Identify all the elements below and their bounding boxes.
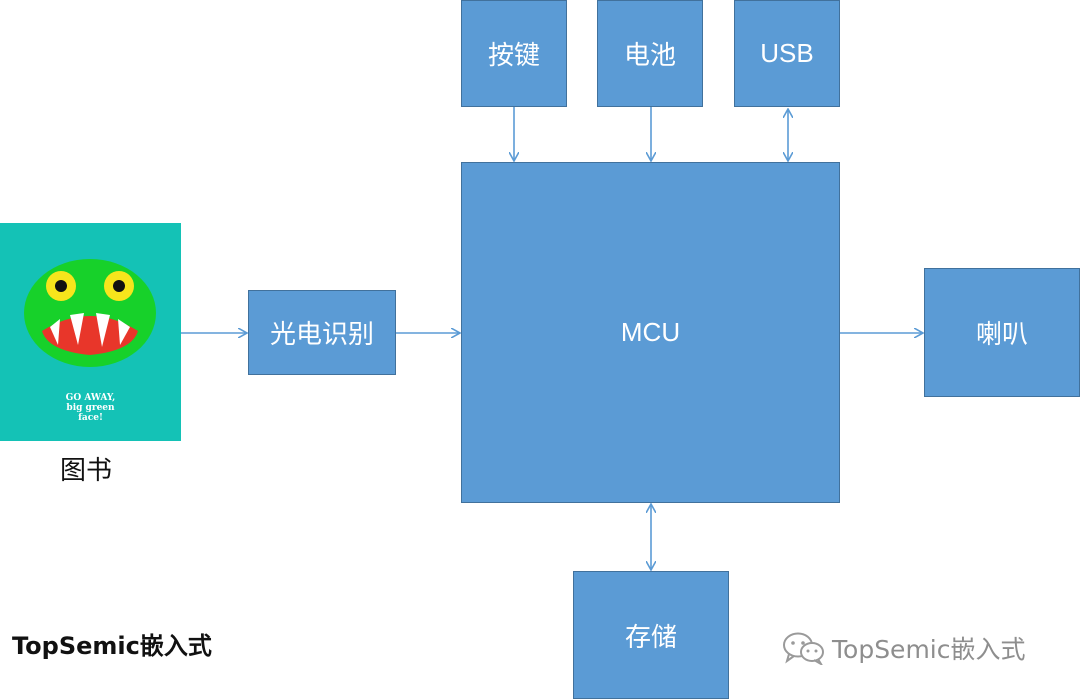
wechat-icon [783,632,824,665]
keys-block: 按键 [461,0,567,107]
usb-block: USB [734,0,840,107]
storage-block: 存储 [573,571,729,699]
book-cover-image: GO AWAY, big green face! [0,223,181,441]
battery-block: 电池 [597,0,703,107]
speaker-block: 喇叭 [924,268,1080,397]
monster-face-illustration [24,259,156,367]
watermark-text: TopSemic嵌入式 [832,635,1026,664]
wechat-watermark: TopSemic嵌入式 [782,630,1025,666]
book-label: 图书 [60,456,113,486]
mcu-block: MCU [461,162,840,503]
brand-label: TopSemic嵌入式 [12,632,212,660]
photo-recognition-block: 光电识别 [248,290,396,375]
book-cover-title: GO AWAY, big green face! [65,393,116,423]
